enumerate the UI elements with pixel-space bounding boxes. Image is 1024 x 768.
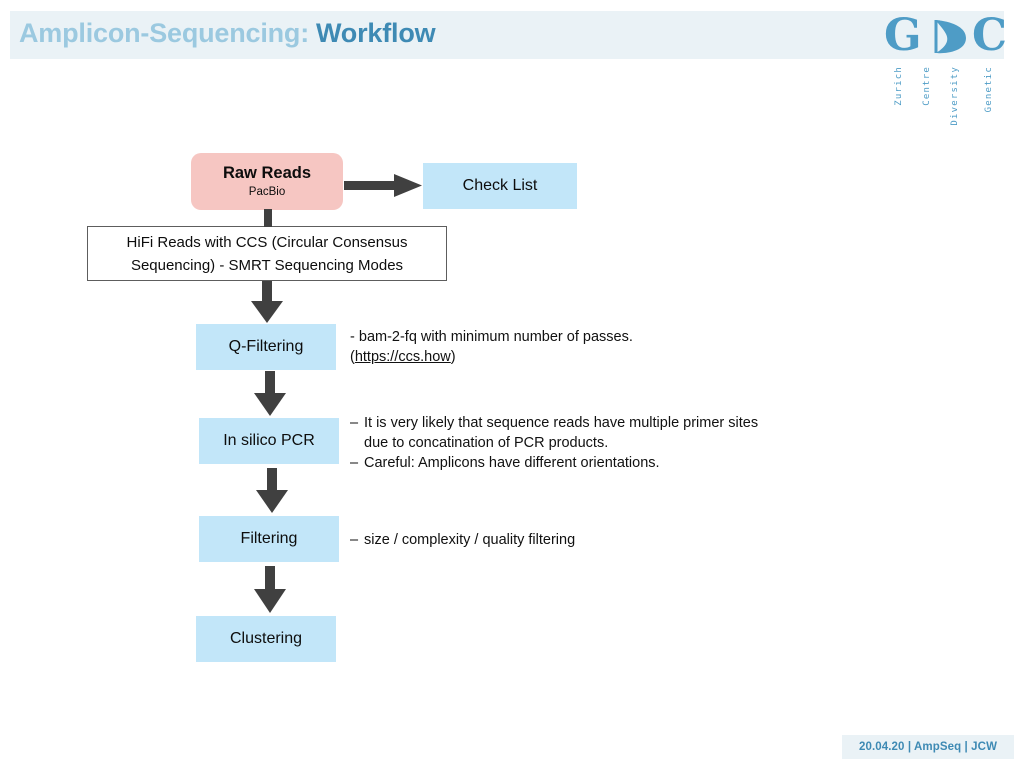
annotation-q-filtering-text1: bam-2-fq with minimum number of passes. [358,329,633,345]
flow-node-q-filtering[interactable]: Q-Filtering [196,324,336,370]
flow-node-filtering[interactable]: Filtering [199,516,339,562]
flow-node-raw-reads-sublabel: PacBio [248,185,286,198]
annotation-filtering: –size / complexity / quality filtering [350,530,750,550]
annotation-bullet: - [350,329,355,345]
annotation-bullet: – [350,415,359,431]
flow-node-clustering[interactable]: Clustering [196,616,336,662]
annotation-filtering-text1: size / complexity / quality filtering [364,532,576,548]
gdc-logo: G C Zurich Centre Diversity Genetic [884,12,1014,126]
annotation-in-silico-pcr: –It is very likely that sequence reads h… [350,413,820,473]
annotation-in-silico-pcr-text1: It is very likely that sequence reads ha… [364,415,759,431]
annotation-q-filtering: - bam-2-fq with minimum number of passes… [350,327,770,367]
annotation-filtering-bullet1: –size / complexity / quality filtering [350,530,750,550]
page-title-main: Amplicon-Sequencing: [19,18,310,48]
connector-raw-reads-to-hifi [262,209,274,227]
annotation-in-silico-pcr-bullet2-line1: –Careful: Amplicons have different orien… [350,453,820,473]
annotation-in-silico-pcr-bullet1-line1: –It is very likely that sequence reads h… [350,413,820,433]
annotation-in-silico-pcr-bullet1-line2: due to concatination of PCR products. [350,433,820,453]
flow-node-check-list[interactable]: Check List [423,163,577,209]
arrow-raw-reads-to-check-list [344,173,424,199]
logo-word-zurich: Zurich [894,66,904,106]
annotation-q-filtering-line2: (https://ccs.how) [350,347,770,367]
header-band [10,11,1004,59]
annotation-in-silico-pcr-text2: due to concatination of PCR products. [364,435,609,451]
logo-word-centre: Centre [922,66,932,106]
annotation-paren-open: ( [350,349,355,365]
flow-node-check-list-label: Check List [462,177,538,194]
ccs-how-link[interactable]: https://ccs.how [354,349,451,365]
flow-node-in-silico-pcr-label: In silico PCR [223,432,315,449]
flow-node-filtering-label: Filtering [240,530,298,547]
footer-band [842,735,1014,759]
arrow-q-filtering-to-in-silico-pcr [250,371,290,417]
gdc-logo-letters: G C [884,12,1014,60]
annotation-q-filtering-line1: - bam-2-fq with minimum number of passes… [350,327,770,347]
annotation-bullet: – [350,532,359,548]
svg-text:C: C [972,12,1009,60]
arrow-filtering-to-clustering [250,566,290,614]
flow-node-q-filtering-label: Q-Filtering [228,338,304,355]
flow-node-clustering-label: Clustering [229,630,303,647]
logo-word-genetic: Genetic [984,66,994,113]
footer-text: 20.04.20 | AmpSeq | JCW [858,741,998,753]
flow-node-hifi-reads-label: HiFi Reads with CCS (Circular Consensus … [126,233,408,274]
flow-node-raw-reads-label: Raw Reads [222,163,312,182]
flow-node-hifi-reads[interactable]: HiFi Reads with CCS (Circular Consensus … [87,226,447,281]
svg-text:G: G [884,12,924,60]
page-title: Amplicon-Sequencing:Workflow [19,18,436,49]
page-title-sub: Workflow [316,18,436,48]
arrow-hifi-to-q-filtering [247,281,287,325]
flow-node-raw-reads[interactable]: Raw Reads PacBio [191,153,343,210]
flow-node-in-silico-pcr[interactable]: In silico PCR [199,418,339,464]
annotation-in-silico-pcr-text3: Careful: Amplicons have different orient… [364,455,660,471]
arrow-in-silico-pcr-to-filtering [252,468,292,514]
logo-word-diversity: Diversity [950,66,960,126]
annotation-bullet: – [350,455,359,471]
annotation-paren-close: ) [450,349,456,365]
